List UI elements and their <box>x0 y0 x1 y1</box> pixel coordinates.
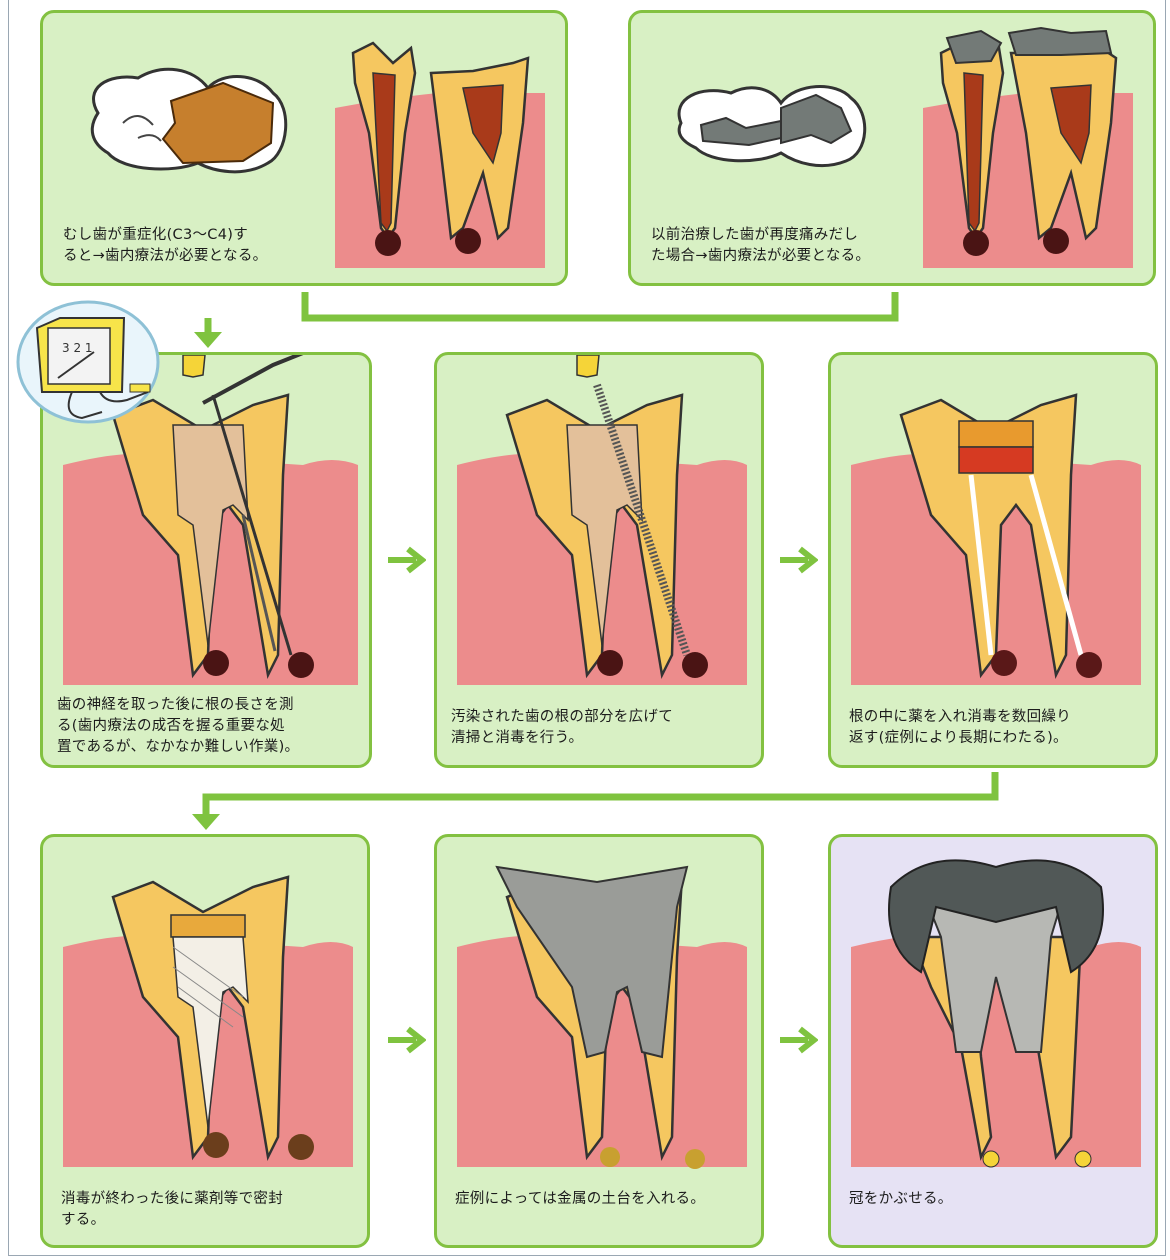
retreatment-illustration <box>677 26 1133 268</box>
caption-retreatment: 以前治療した歯が再度痛みだし た場合→歯内療法が必要となる。 <box>651 225 870 267</box>
panel-crown: 冠をかぶせる。 <box>828 834 1158 1248</box>
measure-root-illustration <box>63 355 358 685</box>
caption-line: た場合→歯内療法が必要となる。 <box>651 248 871 264</box>
caption-line: 歯の神経を取った後に根の長さを測 <box>57 697 294 713</box>
caption-line: 冠をかぶせる。 <box>849 1191 953 1207</box>
caption-seal-canal: 消毒が終わった後に薬剤等で密封 する。 <box>61 1189 283 1231</box>
connector-row1-merge <box>301 292 899 322</box>
caption-line: むし歯が重症化(C3〜C4)す <box>63 227 249 243</box>
connector-row2-down <box>202 772 999 818</box>
panel-clean-canal: 汚染された歯の根の部分を広げて 清掃と消毒を行う。 <box>434 352 764 768</box>
clean-canal-illustration <box>457 355 747 685</box>
caption-line: 清掃と消毒を行う。 <box>451 730 584 746</box>
crown-top-view-decayed <box>90 67 288 174</box>
panel-disinfect-canal: 根の中に薬を入れ消毒を数回繰り 返す(症例により長期にわたる)。 <box>828 352 1158 768</box>
caption-line: る(歯内療法の成否を握る重要な処 <box>57 718 285 734</box>
caption-disinfect-canal: 根の中に薬を入れ消毒を数回繰り 返す(症例により長期にわたる)。 <box>849 707 1071 749</box>
disinfect-canal-illustration <box>851 393 1141 685</box>
caption-line: 症例によっては金属の土台を入れる。 <box>455 1191 706 1207</box>
tooth-side-view-decayed <box>335 41 545 268</box>
seal-canal-illustration <box>63 875 353 1167</box>
severe-caries-illustration <box>90 41 545 268</box>
flow-arrow-icon <box>778 1025 819 1055</box>
apex-locator-icon: 3 2 1 <box>16 300 160 424</box>
flow-arrow-icon <box>386 545 427 575</box>
caption-crown: 冠をかぶせる。 <box>849 1189 953 1210</box>
caption-line: 消毒が終わった後に薬剤等で密封 <box>61 1191 283 1207</box>
tooth-side-view-filled <box>923 26 1133 268</box>
caption-line: する。 <box>61 1212 106 1228</box>
panel-measure-root-length: 歯の神経を取った後に根の長さを測 る(歯内療法の成否を握る重要な処 置であるが、… <box>40 352 372 768</box>
panel-seal-canal: 消毒が終わった後に薬剤等で密封 する。 <box>40 834 370 1248</box>
panel-retreatment: 以前治療した歯が再度痛みだし た場合→歯内療法が必要となる。 <box>628 10 1156 286</box>
metal-post-illustration <box>457 865 747 1169</box>
caption-line: 置であるが、なかなか難しい作業)。 <box>57 739 300 755</box>
caption-measure-root-length: 歯の神経を取った後に根の長さを測 る(歯内療法の成否を握る重要な処 置であるが、… <box>57 695 299 758</box>
crown-illustration <box>851 859 1141 1168</box>
caption-line: 根の中に薬を入れ消毒を数回繰り <box>849 709 1071 725</box>
caption-line: 返す(症例により長期にわたる)。 <box>849 730 1068 746</box>
caption-metal-post: 症例によっては金属の土台を入れる。 <box>455 1189 705 1210</box>
flow-arrow-icon <box>192 814 220 830</box>
caption-line: ると→歯内療法が必要となる。 <box>63 248 268 264</box>
panel-severe-caries: むし歯が重症化(C3〜C4)す ると→歯内療法が必要となる。 <box>40 10 568 286</box>
caption-line: 汚染された歯の根の部分を広げて <box>451 709 673 725</box>
flow-arrow-icon <box>386 1025 427 1055</box>
caption-line: 以前治療した歯が再度痛みだし <box>651 227 859 243</box>
caption-clean-canal: 汚染された歯の根の部分を広げて 清掃と消毒を行う。 <box>451 707 673 749</box>
flow-arrow-icon <box>778 545 819 575</box>
page-frame <box>8 0 1166 1256</box>
meter-scale-label: 3 2 1 <box>62 341 93 355</box>
panel-metal-post: 症例によっては金属の土台を入れる。 <box>434 834 764 1248</box>
flow-arrow-icon <box>194 332 222 348</box>
crown-top-view-filled <box>677 85 867 168</box>
caption-severe-caries: むし歯が重症化(C3〜C4)す ると→歯内療法が必要となる。 <box>63 225 267 267</box>
